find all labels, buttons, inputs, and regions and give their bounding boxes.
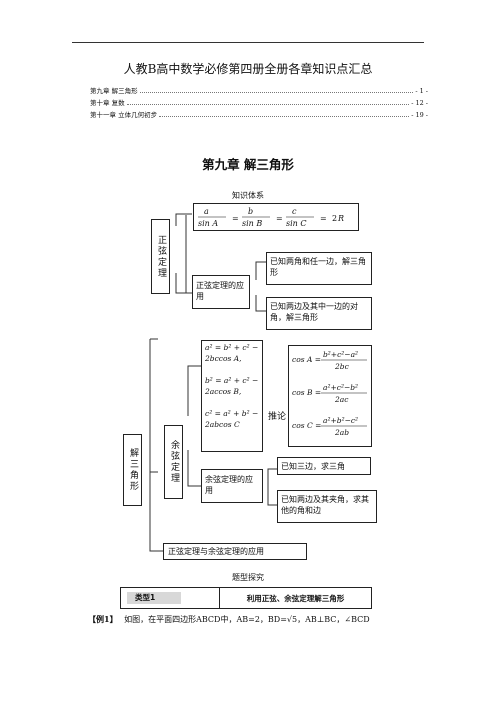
cosine-application-item: 已知三边，求三角 <box>277 457 371 475</box>
connector-line <box>149 339 163 552</box>
cosine-formula-c: c² = a² + b² − 2abcos C <box>205 409 259 429</box>
svg-text:cos A =: cos A = <box>292 355 321 364</box>
svg-text:c: c <box>292 207 297 216</box>
svg-text:2ac: 2ac <box>334 395 349 404</box>
toc-page: - 1 - <box>415 87 428 95</box>
table-of-contents: 第九章 解三角形 - 1 - 第十章 复数 - 12 - 第十一章 立体几何初步… <box>90 84 428 120</box>
toc-label: 第九章 解三角形 <box>90 87 138 95</box>
cosine-formula-b: b² = a² + c² − 2accos B, <box>205 376 259 396</box>
svg-text:a: a <box>204 207 209 216</box>
svg-text:cos B =: cos B = <box>292 388 321 397</box>
svg-text:cos C =: cos C = <box>292 421 321 430</box>
toc-page: - 12 - <box>411 99 428 107</box>
toc-page: - 19 - <box>411 111 428 119</box>
connector-line <box>175 213 192 226</box>
cosine-formula-box: a² = b² + c² − 2bccos A, b² = a² + c² − … <box>201 340 263 452</box>
example-label: 【例1】 <box>88 614 118 624</box>
toc-entry[interactable]: 第九章 解三角形 - 1 - <box>90 84 428 96</box>
cosine-application-box: 余弦定理的应用 <box>201 469 263 503</box>
connector-line <box>175 273 192 294</box>
example-text: 如图，在平面四边形ABCD中，AB=2，BD=√5，AB⊥BC，∠BCD <box>124 615 370 624</box>
toc-leader <box>126 104 410 105</box>
connector-line <box>187 365 201 416</box>
example-line: 【例1】 如图，在平面四边形ABCD中，AB=2，BD=√5，AB⊥BC，∠BC… <box>88 614 370 625</box>
svg-text:b: b <box>248 207 253 216</box>
svg-text:sin A: sin A <box>198 219 218 228</box>
connector-line <box>255 295 266 312</box>
svg-text:=: = <box>320 214 327 223</box>
svg-text:sin C: sin C <box>286 219 306 228</box>
svg-text:sin B: sin B <box>242 219 262 228</box>
header-rule <box>72 42 424 43</box>
toc-label: 第十章 复数 <box>90 99 125 107</box>
toc-leader <box>159 116 410 117</box>
svg-text:2: 2 <box>332 214 337 223</box>
problem-type-table: 类型1 利用正弦、余弦定理解三角形 <box>120 587 372 609</box>
problem-type-title: 利用正弦、余弦定理解三角形 <box>246 593 345 603</box>
deduce-label: 推论 <box>268 412 287 422</box>
problem-type-tag-cell: 类型1 <box>121 588 220 608</box>
connector-line <box>187 450 201 487</box>
svg-text:b²+c²−a²: b²+c²−a² <box>323 350 358 359</box>
solve-triangle-box: 解三角形 <box>123 434 142 506</box>
combined-application-box: 正弦定理与余弦定理的应用 <box>163 543 307 560</box>
toc-leader <box>139 92 414 93</box>
connector-line <box>267 486 277 506</box>
svg-text:=: = <box>232 214 239 223</box>
svg-text:R: R <box>337 214 344 223</box>
toc-entry[interactable]: 第十一章 立体几何初步 - 19 - <box>90 108 428 120</box>
svg-text:a²+b²−c²: a²+b²−c² <box>323 416 358 425</box>
toc-label: 第十一章 立体几何初步 <box>90 111 158 119</box>
cosine-formula-a: a² = b² + c² − 2bccos A, <box>205 343 259 363</box>
chapter-title: 第九章 解三角形 <box>202 157 294 172</box>
sine-rule-box: 正弦定理 <box>151 219 170 294</box>
section-knowledge-heading: 知识体系 <box>232 191 264 200</box>
cosine-rule-box: 余弦定理 <box>164 425 183 499</box>
section-explore-heading: 题型探究 <box>232 573 264 582</box>
sine-application-item: 已知两角和任一边，解三角形 <box>266 252 372 285</box>
svg-text:=: = <box>276 214 283 223</box>
svg-text:2ab: 2ab <box>334 428 349 437</box>
problem-type-tag: 类型1 <box>127 592 181 604</box>
sine-application-item: 已知两边及其中一边的对角，解三角形 <box>266 297 372 330</box>
cosine-corollary-box: cos A =b²+c²−a² 2bc cos B =a²+c²−b² 2ac co… <box>288 345 372 447</box>
cosine-corollaries: cos A =b²+c²−a² 2bc cos B =a²+c²−b² 2ac co… <box>292 350 367 437</box>
toc-entry[interactable]: 第十章 复数 - 12 - <box>90 96 428 108</box>
connector-line <box>267 468 277 486</box>
svg-text:2bc: 2bc <box>334 362 350 371</box>
sine-application-box: 正弦定理的应用 <box>192 275 250 309</box>
document-title: 人教B高中数学必修第四册全册各章知识点汇总 <box>123 62 373 76</box>
svg-text:a²+c²−b²: a²+c²−b² <box>323 383 358 392</box>
connector-line <box>255 261 266 280</box>
cosine-application-item: 已知两边及其夹角，求其他的角和边 <box>277 490 377 523</box>
